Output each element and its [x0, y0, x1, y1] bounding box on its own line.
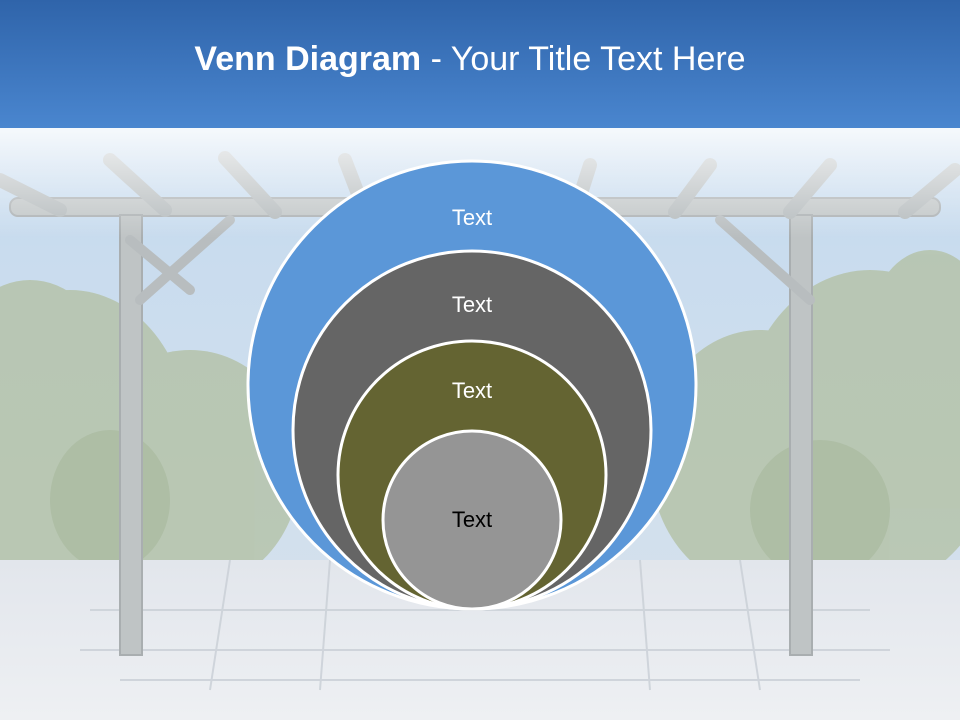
title-bold: Venn Diagram [194, 40, 422, 78]
inner-circle-label: Text [452, 507, 492, 532]
header-band [0, 0, 960, 128]
slide-title: Venn Diagram - Your Title Text Here [0, 40, 940, 79]
inner-circle [381, 429, 563, 611]
second-circle-label: Text [452, 292, 492, 317]
third-circle-label: Text [452, 378, 492, 403]
title-rest: - Your Title Text Here [421, 40, 746, 78]
outer-circle-label: Text [452, 205, 492, 230]
